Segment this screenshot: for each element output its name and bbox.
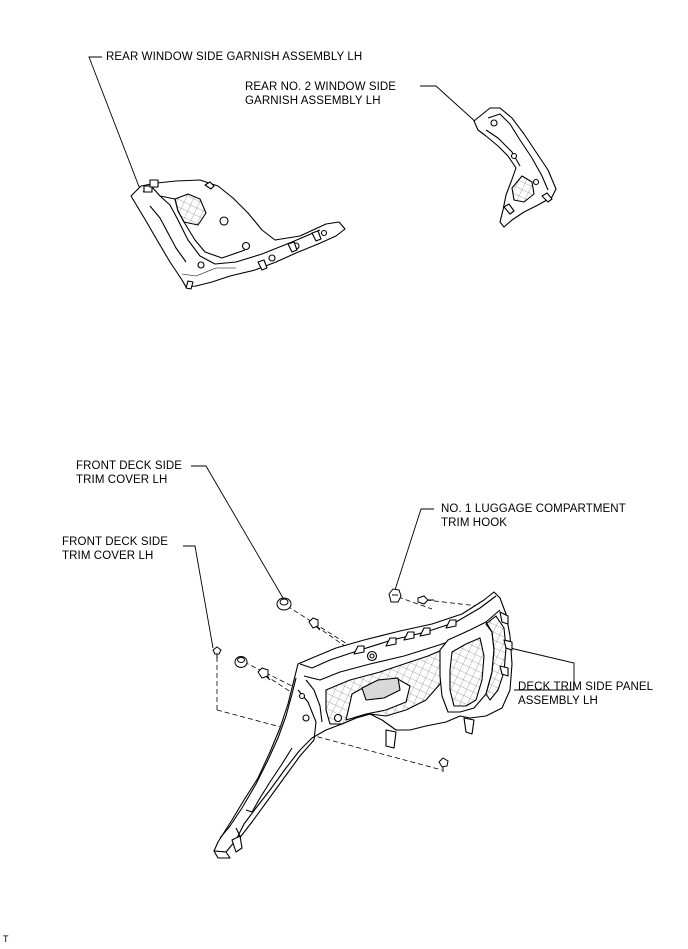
leader-front-deck-cover-upper [191,465,284,599]
trim-hook-part [389,589,401,602]
leader-lines [88,56,575,691]
leader-trim-hook [394,508,434,591]
clip-upper-right [418,596,434,604]
deck-trim-side-panel-assembly [214,592,512,858]
label-line: TRIM HOOK [441,517,508,529]
rear-window-side-garnish-assembly [131,180,345,289]
leader-rear-window-garnish [88,56,149,211]
label-line: REAR WINDOW SIDE GARNISH ASSEMBLY LH [106,51,363,63]
label-deck-trim-side-panel: DECK TRIM SIDE PANEL ASSEMBLY LH [518,680,653,708]
dashed-assembly-lines [216,596,479,771]
label-rear-no2-window-side-garnish: REAR NO. 2 WINDOW SIDE GARNISH ASSEMBLY … [245,80,396,108]
clip-lower [258,668,270,680]
label-line: FRONT DECK SIDE [62,536,169,548]
corner-mark: T [3,934,9,944]
clip-mid [309,618,320,630]
label-line: FRONT DECK SIDE [76,460,183,472]
fasteners [213,589,448,772]
rear-no2-window-side-garnish-assembly [474,108,556,227]
label-line: DECK TRIM SIDE PANEL [518,681,654,693]
label-line: REAR NO. 2 WINDOW SIDE [245,81,397,93]
leader-rear-no2-garnish [420,85,479,125]
leader-front-deck-cover-lower [183,545,214,649]
trim-cover-upper-part [277,598,291,610]
trim-cover-lower-part [235,657,247,668]
leader-deck-trim-panel [509,647,575,691]
label-line: NO. 1 LUGGAGE COMPARTMENT [441,503,626,515]
pin-left [213,647,221,659]
label-luggage-compartment-trim-hook: NO. 1 LUGGAGE COMPARTMENT TRIM HOOK [441,502,626,530]
label-rear-window-side-garnish: REAR WINDOW SIDE GARNISH ASSEMBLY LH [106,50,362,64]
label-front-deck-side-trim-cover-lower: FRONT DECK SIDE TRIM COVER LH [62,535,168,563]
label-line: TRIM COVER LH [76,474,168,486]
label-line: GARNISH ASSEMBLY LH [245,95,381,107]
clip-bottom [439,758,448,772]
label-line: ASSEMBLY LH [518,695,598,707]
label-line: TRIM COVER LH [62,550,154,562]
label-front-deck-side-trim-cover-upper: FRONT DECK SIDE TRIM COVER LH [76,459,182,487]
